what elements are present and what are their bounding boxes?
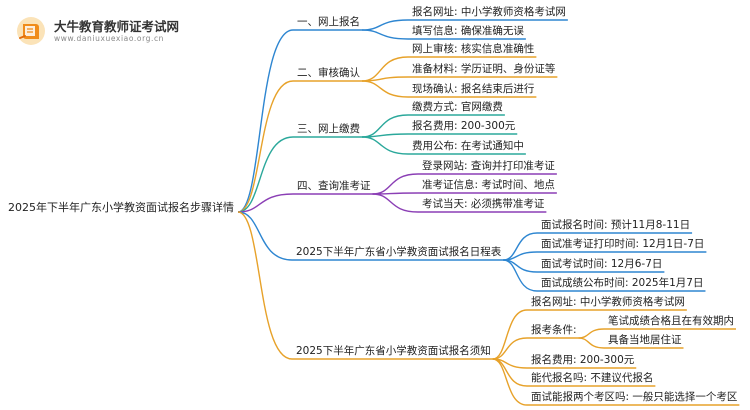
leaf-5-4: 面试成绩公布时间: 2025年1月7日 bbox=[541, 277, 704, 289]
leaf-6-2: 报考条件: bbox=[531, 324, 577, 336]
link-leaf-1-1 bbox=[361, 19, 409, 31]
leaf-1-2: 填写信息: 确保准确无误 bbox=[412, 25, 524, 37]
root-topic: 2025年下半年广东小学教资面试报名步骤详情 bbox=[8, 201, 234, 214]
branch-1-label: 一、网上报名 bbox=[297, 16, 360, 28]
branch-3-label: 三、网上缴费 bbox=[297, 123, 360, 135]
link-root-branch-2 bbox=[237, 80, 294, 213]
link-leaf-3-3 bbox=[361, 136, 409, 155]
link-leaf-6-4 bbox=[492, 358, 528, 387]
leaf-5-1: 面试报名时间: 预计11月8-11日 bbox=[541, 219, 691, 231]
leaf-4-3: 考试当天: 必须携带准考证 bbox=[422, 198, 545, 210]
leaf-4-1: 登录网站: 查询并打印准考证 bbox=[422, 160, 555, 172]
link-leaf-5-4 bbox=[503, 259, 538, 292]
link-leaf-2-2 bbox=[361, 76, 409, 82]
leaf-4-2: 准考证信息: 考试时间、地点 bbox=[422, 179, 555, 191]
link-leaf-6-5 bbox=[492, 358, 528, 406]
leaf-6-4: 能代报名吗: 不建议代报名 bbox=[531, 372, 654, 384]
brand-name: 大牛教育教师证考试网 bbox=[54, 19, 180, 34]
link-leaf-4-3 bbox=[372, 193, 419, 213]
leaf-6-5: 面试能报两个考区吗: 一般只能选择一个考区 bbox=[531, 391, 738, 403]
leaf-2-1: 网上审核: 核实信息准确性 bbox=[412, 43, 535, 55]
leaf-6-2-2: 具备当地居住证 bbox=[608, 334, 682, 346]
leaf-6-2-1: 笔试成绩合格且在有效期内 bbox=[608, 315, 734, 327]
branch-5-label: 2025下半年广东省小学教资面试报名日程表 bbox=[296, 246, 502, 258]
link-leaf-6-2-1 bbox=[578, 328, 605, 339]
leaf-6-1: 报名网址: 中小学教师资格考试网 bbox=[531, 296, 685, 308]
leaf-2-2: 准备材料: 学历证明、身份证等 bbox=[412, 63, 556, 75]
leaf-3-1: 缴费方式: 官网缴费 bbox=[412, 101, 503, 113]
link-root-branch-1 bbox=[237, 29, 294, 213]
link-root-branch-6 bbox=[237, 211, 293, 360]
leaf-1-1: 报名网址: 中小学教师资格考试网 bbox=[412, 6, 566, 18]
link-leaf-6-2 bbox=[492, 337, 528, 360]
link-root-branch-4 bbox=[237, 193, 294, 213]
link-root-branch-3 bbox=[237, 136, 294, 213]
link-root-branch-5 bbox=[237, 211, 293, 261]
branch-6-label: 2025下半年广东省小学教资面试报名须知 bbox=[296, 345, 491, 357]
leaf-3-3: 费用公布: 在考试通知中 bbox=[412, 140, 524, 152]
book-logo-icon bbox=[17, 17, 45, 45]
leaf-2-3: 现场确认: 报名结束后进行 bbox=[412, 83, 535, 95]
link-leaf-6-2-2 bbox=[578, 337, 605, 349]
link-leaf-2-3 bbox=[361, 80, 409, 98]
link-leaf-1-2 bbox=[361, 29, 409, 40]
link-leaf-5-1 bbox=[503, 232, 538, 261]
brand-header: 大牛教育教师证考试网 www.daniuxuexiao.org.cn bbox=[14, 14, 214, 50]
branch-2-label: 二、审核确认 bbox=[297, 67, 360, 79]
leaf-5-2: 面试准考证打印时间: 12月1日-7日 bbox=[541, 238, 705, 250]
leaf-6-3: 报名费用: 200-300元 bbox=[531, 354, 635, 366]
leaf-3-2: 报名费用: 200-300元 bbox=[412, 120, 516, 132]
link-leaf-6-1 bbox=[492, 309, 528, 360]
leaf-5-3: 面试考试时间: 12月6-7日 bbox=[541, 258, 663, 270]
branch-4-label: 四、查询准考证 bbox=[297, 180, 371, 192]
brand-url: www.daniuxuexiao.org.cn bbox=[54, 34, 165, 43]
link-leaf-4-1 bbox=[372, 173, 419, 195]
